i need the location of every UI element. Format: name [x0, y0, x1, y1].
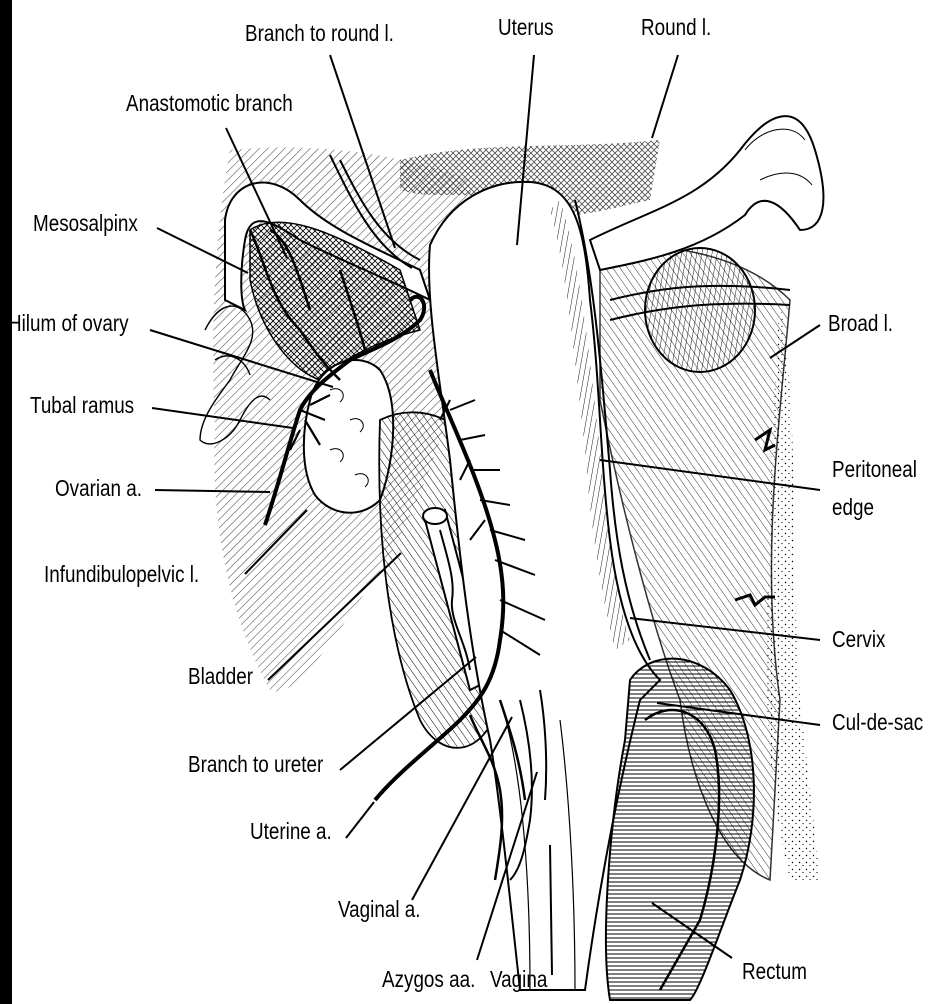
label-peritoneal: Peritoneal: [832, 458, 917, 481]
label-cul-de-sac: Cul-de-sac: [832, 711, 923, 734]
label-broad-ligament: Broad l.: [828, 312, 893, 335]
label-uterus: Uterus: [498, 16, 554, 39]
label-cervix: Cervix: [832, 628, 885, 651]
ureter-opening: [423, 508, 447, 524]
label-vagina: Vagina: [490, 968, 547, 991]
label-uterine-artery: Uterine a.: [250, 820, 332, 843]
label-infundibulopelvic-ligament: Infundibulopelvic l.: [44, 563, 199, 586]
label-round-ligament: Round l.: [641, 16, 711, 39]
label-anastomotic-branch: Anastomotic branch: [126, 92, 293, 115]
label-peritoneal-edge: edge: [832, 496, 874, 519]
label-ovarian-artery: Ovarian a.: [55, 477, 142, 500]
label-mesosalpinx: Mesosalpinx: [33, 212, 138, 235]
label-azygos-arteries: Azygos aa.: [382, 968, 475, 991]
label-rectum: Rectum: [742, 960, 807, 983]
label-branch-to-ureter: Branch to ureter: [188, 753, 323, 776]
label-branch-to-round-ligament: Branch to round l.: [245, 22, 394, 45]
label-bladder: Bladder: [188, 665, 253, 688]
label-hilum-of-ovary: Hilum of ovary: [8, 312, 129, 335]
label-tubal-ramus: Tubal ramus: [30, 394, 134, 417]
label-vaginal-artery: Vaginal a.: [338, 898, 420, 921]
